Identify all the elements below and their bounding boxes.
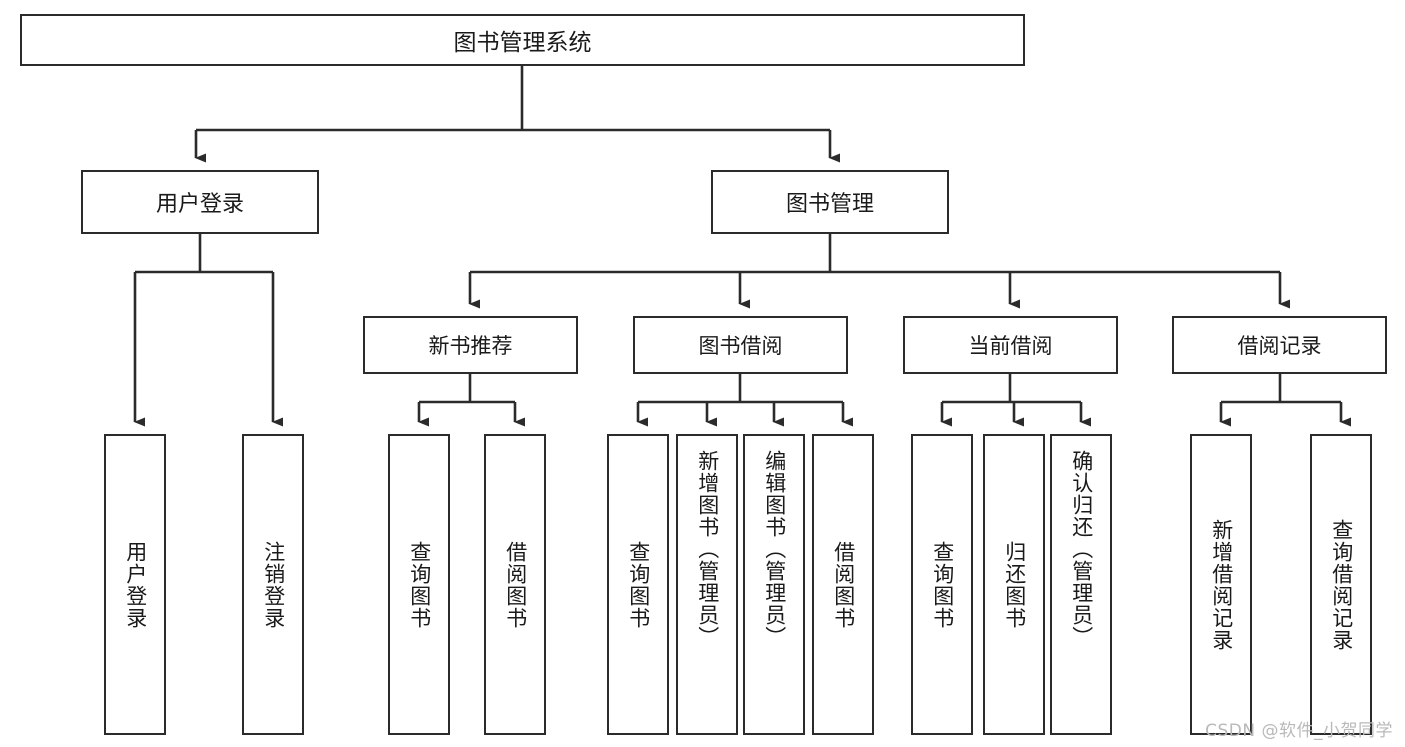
node-leaf-label: 编辑图书（管理员） (762, 450, 787, 648)
node-leaf-logout[interactable]: 注销登录 (242, 434, 304, 735)
node-leaf-edit-book-admin[interactable]: 编辑图书（管理员） (743, 434, 805, 735)
node-leaf-label: 新增图书（管理员） (695, 450, 720, 648)
node-leaf-lend-book[interactable]: 借阅图书 (812, 434, 874, 735)
node-leaf-label: 用户登录 (123, 540, 148, 629)
node-leaf-label: 借阅图书 (503, 540, 528, 629)
node-level2-current-borrow[interactable]: 当前借阅 (903, 316, 1118, 374)
node-leaf-label: 新增借阅记录 (1209, 518, 1234, 651)
node-leaf-label: 注销登录 (261, 540, 286, 629)
node-leaf-add-borrow-record[interactable]: 新增借阅记录 (1190, 434, 1252, 735)
node-leaf-borrow-book-newbook[interactable]: 借阅图书 (484, 434, 546, 735)
watermark: CSDN @软件_小贺同学 (1205, 721, 1393, 741)
node-leaf-query-book-newbook[interactable]: 查询图书 (388, 434, 450, 735)
node-leaf-label: 确认归还（管理员） (1069, 450, 1094, 648)
node-leaf-label: 归还图书 (1002, 540, 1027, 629)
node-level1-book-management[interactable]: 图书管理 (711, 170, 949, 234)
node-leaf-return-book[interactable]: 归还图书 (983, 434, 1045, 735)
node-leaf-confirm-return-admin[interactable]: 确认归还（管理员） (1050, 434, 1112, 735)
node-level2-borrow-records[interactable]: 借阅记录 (1172, 316, 1387, 374)
node-leaf-query-borrow-record[interactable]: 查询借阅记录 (1310, 434, 1372, 735)
node-root[interactable]: 图书管理系统 (20, 14, 1025, 66)
node-level1-user-login[interactable]: 用户登录 (81, 170, 319, 234)
node-leaf-query-book-borrow[interactable]: 查询图书 (607, 434, 669, 735)
node-level2-new-book-recommend[interactable]: 新书推荐 (363, 316, 578, 374)
node-leaf-label: 查询图书 (626, 540, 651, 629)
node-leaf-label: 查询图书 (407, 540, 432, 629)
node-leaf-label: 查询图书 (930, 540, 955, 629)
node-leaf-label: 查询借阅记录 (1329, 518, 1354, 651)
node-leaf-label: 借阅图书 (831, 540, 856, 629)
node-level2-book-borrow[interactable]: 图书借阅 (633, 316, 848, 374)
node-leaf-user-login[interactable]: 用户登录 (104, 434, 166, 735)
node-leaf-query-book-current[interactable]: 查询图书 (911, 434, 973, 735)
node-leaf-add-book-admin[interactable]: 新增图书（管理员） (676, 434, 738, 735)
